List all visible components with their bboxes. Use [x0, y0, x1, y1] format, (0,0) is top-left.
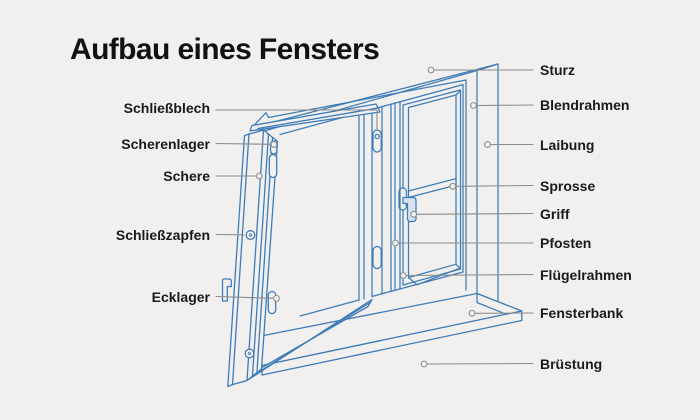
label-ecklager: Ecklager	[151, 288, 210, 305]
leader-bruestung	[426, 362, 534, 365]
label-fensterbank: Fensterbank	[540, 305, 624, 321]
locking-pin-bottom	[244, 348, 255, 359]
label-schliesszapfen: Schließzapfen	[115, 226, 210, 243]
mullion	[358, 101, 401, 301]
label-sprosse: Sprosse	[540, 177, 596, 194]
label-scherenlager: Scherenlager	[121, 135, 210, 152]
label-sturz: Sturz	[540, 62, 575, 78]
label-pfosten: Pfosten	[540, 235, 592, 251]
label-schere: Schere	[163, 168, 210, 184]
corner-hinge-body	[267, 290, 277, 315]
stay-arm	[268, 153, 278, 179]
open-sash	[221, 103, 381, 388]
leader-lines	[215, 69, 534, 365]
leader-sprosse	[455, 184, 534, 187]
striker-screw	[374, 133, 380, 140]
label-fluegelrahmen: Flügelrahmen	[540, 266, 632, 283]
leader-griff	[416, 212, 534, 215]
label-schliessblech: Schließblech	[123, 100, 210, 116]
leader-ecklager	[215, 295, 275, 299]
striker-plate-top	[372, 129, 382, 153]
leader-blendrahmen	[475, 104, 534, 107]
label-blendrahmen: Blendrahmen	[540, 97, 630, 113]
leader-scherenlager	[215, 142, 272, 145]
window-sill	[255, 292, 523, 376]
leader-dots	[255, 66, 491, 368]
page-title: Aufbau eines Fensters	[70, 33, 380, 66]
label-bruestung: Brüstung	[540, 355, 603, 372]
striker-plate-bottom	[372, 245, 382, 270]
label-laibung: Laibung	[540, 136, 595, 153]
locking-pin-top	[245, 230, 256, 240]
label-griff: Griff	[540, 205, 570, 222]
corner-hinge-bracket	[221, 278, 232, 302]
leader-schliessblech	[215, 109, 378, 131]
leader-fluegelrahmen	[405, 273, 534, 277]
